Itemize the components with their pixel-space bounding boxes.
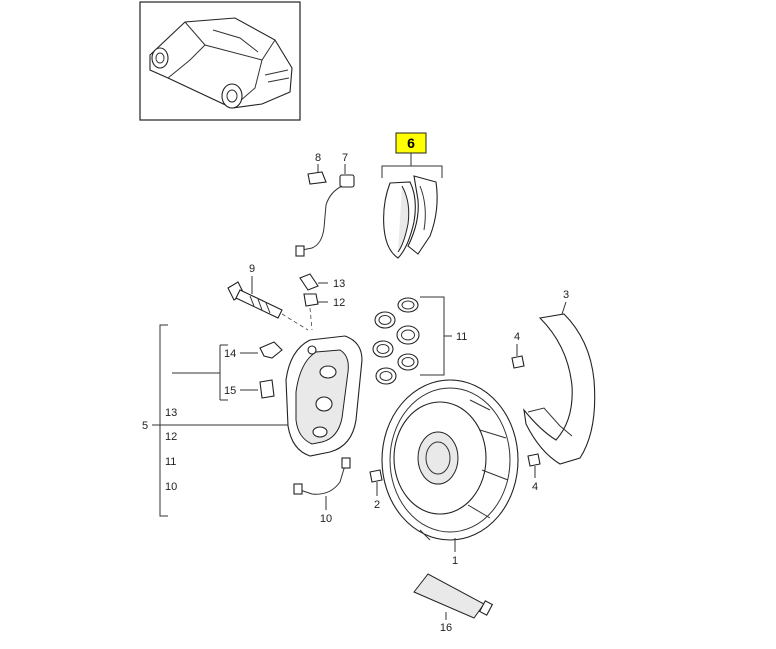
wear-sensor[interactable] bbox=[295, 174, 355, 257]
callout-5[interactable]: 5 bbox=[142, 324, 288, 517]
group-bracket-14-15 bbox=[172, 344, 228, 401]
sensor-clip[interactable] bbox=[307, 171, 327, 185]
brake-disc[interactable] bbox=[381, 379, 519, 541]
car-icon bbox=[149, 17, 293, 109]
callout-9[interactable]: 9 bbox=[249, 263, 255, 294]
callout-15-label: 15 bbox=[224, 385, 236, 397]
callout-6-label: 6 bbox=[407, 135, 415, 151]
callout-10[interactable]: 10 bbox=[320, 496, 332, 525]
callout-4-lower[interactable]: 4 bbox=[527, 453, 541, 493]
callout-13-label: 13 bbox=[333, 278, 345, 290]
callout-15[interactable]: 15 bbox=[224, 379, 275, 399]
callout-4-lower-label: 4 bbox=[532, 481, 538, 493]
callout-9-label: 9 bbox=[249, 263, 255, 275]
callout-8[interactable]: 8 bbox=[315, 152, 321, 172]
grease-tube[interactable] bbox=[413, 573, 494, 619]
callout-11[interactable]: 11 bbox=[420, 296, 467, 376]
callout-16[interactable]: 16 bbox=[440, 612, 452, 634]
callout-12-label: 12 bbox=[333, 297, 345, 309]
callout-1-label: 1 bbox=[452, 555, 458, 567]
callout-12[interactable]: 12 bbox=[303, 293, 345, 309]
sublist-item-10: 10 bbox=[165, 481, 177, 493]
callout-16-label: 16 bbox=[440, 622, 452, 634]
callout-10-label: 10 bbox=[320, 513, 332, 525]
bolt-axis-line bbox=[281, 313, 309, 331]
callout-5-label: 5 bbox=[142, 420, 148, 432]
callout-11-label: 11 bbox=[456, 331, 467, 343]
brake-line[interactable] bbox=[293, 457, 351, 495]
callout-3-label: 3 bbox=[563, 289, 569, 301]
callout-2[interactable]: 2 bbox=[369, 469, 383, 511]
brake-pads[interactable] bbox=[383, 175, 438, 259]
callout-2-label: 2 bbox=[374, 499, 380, 511]
callout-8-label: 8 bbox=[315, 152, 321, 164]
sublist-item-11: 11 bbox=[165, 456, 176, 468]
callout-7-label: 7 bbox=[342, 152, 348, 164]
callout-14-label: 14 bbox=[224, 348, 236, 360]
caliper-bolt[interactable] bbox=[227, 281, 283, 319]
dust-shield[interactable] bbox=[523, 313, 596, 465]
callout-1[interactable]: 1 bbox=[452, 538, 458, 567]
vehicle-thumbnail[interactable] bbox=[139, 1, 301, 121]
bracket-sublist: 13 12 11 10 bbox=[165, 407, 177, 493]
brake-caliper[interactable] bbox=[285, 335, 363, 457]
callout-13-top[interactable]: 13 bbox=[299, 273, 345, 291]
bleeder-axis-line bbox=[309, 307, 313, 331]
callout-7[interactable]: 7 bbox=[342, 152, 348, 174]
callout-14[interactable]: 14 bbox=[224, 341, 283, 360]
sublist-item-13: 13 bbox=[165, 407, 177, 419]
sublist-item-12: 12 bbox=[165, 431, 177, 443]
callout-6[interactable]: 6 bbox=[395, 132, 427, 154]
callout-4-upper-label: 4 bbox=[514, 331, 520, 343]
pads-leader bbox=[381, 153, 443, 178]
pistons-seals[interactable] bbox=[372, 297, 420, 385]
callout-4-upper[interactable]: 4 bbox=[511, 331, 525, 369]
callout-3[interactable]: 3 bbox=[561, 289, 569, 315]
